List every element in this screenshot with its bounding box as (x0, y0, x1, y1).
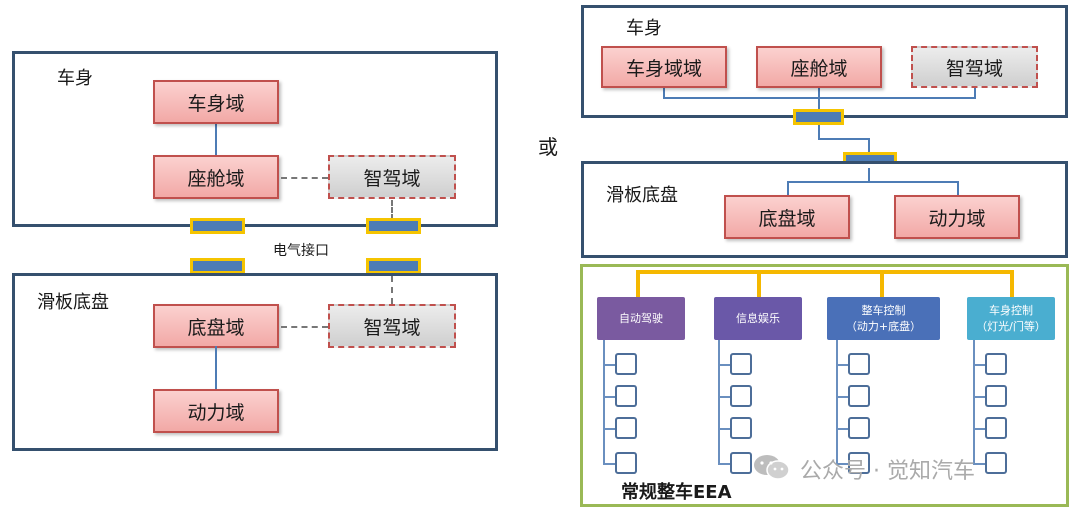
left-adas-domain-bottom: 智驾域 (328, 304, 456, 348)
eea-ecu-node (848, 385, 870, 407)
eea-tree-branch (603, 428, 615, 430)
eea-tree-branch (718, 364, 730, 366)
eea-tree-branch (836, 463, 848, 465)
eea-category-infotainment: 信息娱乐 (714, 297, 802, 340)
right-connector-top (793, 109, 844, 125)
right-cockpit-domain: 座舱域 (756, 46, 882, 88)
eea-ecu-node (615, 353, 637, 375)
right-adas-domain: 智驾域 (911, 46, 1038, 88)
conventional-eea-title: 常规整车EEA (621, 482, 732, 503)
eea-category-sublabel: （灯光/门等） (976, 319, 1046, 333)
right-chassis-drop-1 (787, 181, 789, 196)
eea-category-label: 自动驾驶 (619, 311, 663, 325)
eea-ecu-node (730, 353, 752, 375)
eea-tree-branch (836, 396, 848, 398)
right-body-panel-label: 车身 (626, 18, 662, 39)
right-chassis-domain: 底盘域 (724, 195, 850, 239)
right-body-bus-drop-2 (818, 88, 820, 110)
left-chassis-domain: 底盘域 (153, 304, 279, 348)
right-chassis-panel-label: 滑板底盘 (606, 185, 678, 206)
eea-tree-trunk-2 (718, 340, 720, 465)
eea-category-autonomous-driving: 自动驾驶 (597, 297, 685, 340)
eea-ecu-node (985, 385, 1007, 407)
right-body-domain: 车身域域 (601, 46, 727, 88)
eea-tree-branch (718, 463, 730, 465)
or-label: 或 (538, 135, 558, 159)
right-body-bus-drop-3 (974, 88, 976, 98)
eea-tree-branch (836, 364, 848, 366)
left-connector-3 (190, 258, 245, 274)
eea-tree-branch (973, 364, 985, 366)
left-chassis-panel-label: 滑板底盘 (37, 292, 109, 313)
right-body-bus (663, 97, 976, 99)
eea-ecu-node (730, 385, 752, 407)
eea-tree-branch (603, 396, 615, 398)
eea-tree-branch (973, 463, 985, 465)
eea-ecu-node (985, 353, 1007, 375)
eea-bus-drop-3 (880, 270, 884, 298)
right-connector-link-h (818, 138, 870, 140)
eea-ecu-node (615, 417, 637, 439)
eea-bus-drop-1 (636, 270, 640, 298)
eea-tree-branch (603, 463, 615, 465)
right-power-domain: 动力域 (894, 195, 1020, 239)
eea-tree-branch (836, 428, 848, 430)
eea-ecu-node (615, 385, 637, 407)
interface-label: 电气接口 (273, 243, 329, 259)
eea-category-label: 信息娱乐 (736, 311, 780, 325)
right-chassis-drop-2 (957, 181, 959, 196)
left-chassis-adas-dash (281, 326, 328, 328)
eea-tree-branch (603, 364, 615, 366)
eea-category-label: 车身控制 (989, 303, 1033, 317)
left-adas-bottom-dash (391, 276, 393, 304)
eea-tree-branch (973, 396, 985, 398)
eea-bus-drop-4 (1010, 270, 1014, 298)
eea-tree-trunk-4 (973, 340, 975, 465)
eea-ecu-node (848, 353, 870, 375)
eea-ecu-node (985, 452, 1007, 474)
eea-bus-top (636, 270, 1014, 274)
left-body-link (215, 122, 217, 156)
eea-category-label: 整车控制 (861, 303, 906, 317)
left-adas-domain-top: 智驾域 (328, 155, 456, 199)
eea-tree-trunk-3 (836, 340, 838, 465)
right-connector-link-v1 (818, 125, 820, 139)
wechat-icon (752, 453, 792, 481)
eea-bus-drop-2 (757, 270, 761, 298)
eea-category-vehicle-control: 整车控制 （动力+底盘） (827, 297, 940, 340)
eea-ecu-node (730, 417, 752, 439)
left-adas-top-dash (391, 200, 393, 220)
eea-tree-branch (718, 396, 730, 398)
left-connector-2 (366, 218, 421, 234)
eea-category-body-control: 车身控制 （灯光/门等） (967, 297, 1055, 340)
right-chassis-bus-up (868, 168, 870, 182)
left-cockpit-domain: 座舱域 (153, 155, 279, 199)
right-body-bus-drop-1 (663, 88, 665, 98)
left-body-panel-label: 车身 (57, 68, 93, 89)
eea-tree-branch (973, 428, 985, 430)
left-power-domain: 动力域 (153, 389, 279, 433)
left-cockpit-adas-dash (281, 177, 328, 179)
left-connector-1 (190, 218, 245, 234)
eea-ecu-node (615, 452, 637, 474)
right-chassis-bus (787, 181, 959, 183)
watermark: 公众号 · 觉知汽车 (800, 459, 975, 484)
right-connector-link-v2 (868, 138, 870, 153)
eea-ecu-node (848, 417, 870, 439)
eea-tree-branch (718, 428, 730, 430)
eea-category-sublabel: （动力+底盘） (845, 319, 922, 333)
left-connector-4 (366, 258, 421, 274)
eea-ecu-node (848, 452, 870, 474)
eea-ecu-node (985, 417, 1007, 439)
left-body-domain: 车身域 (153, 80, 279, 124)
eea-tree-trunk-1 (603, 340, 605, 465)
left-chassis-power-link (215, 346, 217, 390)
eea-ecu-node (730, 452, 752, 474)
